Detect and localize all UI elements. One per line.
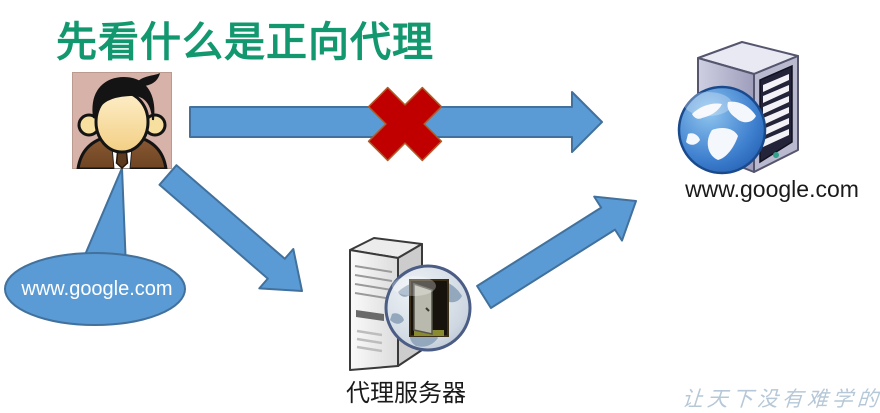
proxy-server-label: 代理服务器 [346, 380, 466, 407]
callout-tail [75, 167, 127, 277]
hair [92, 76, 155, 121]
arrow-client-to-target [189, 91, 603, 153]
callout-request-text: www.google.com [21, 278, 173, 300]
hair-flick [138, 73, 160, 86]
red-x-blocked-icon [367, 86, 443, 162]
page-title: 先看什么是正向代理 [56, 19, 434, 65]
proxy-server-icon [349, 237, 472, 371]
watermark-slogan: 让天下没有难学的技术 [681, 388, 880, 411]
power-led [773, 152, 779, 158]
web-server-icon [677, 41, 799, 175]
target-server-label: www.google.com [685, 176, 859, 202]
arrow-proxy-to-target [476, 195, 637, 309]
open-door [409, 279, 449, 337]
arrow-client-to-proxy [158, 164, 303, 292]
user-avatar-icon [72, 72, 172, 169]
